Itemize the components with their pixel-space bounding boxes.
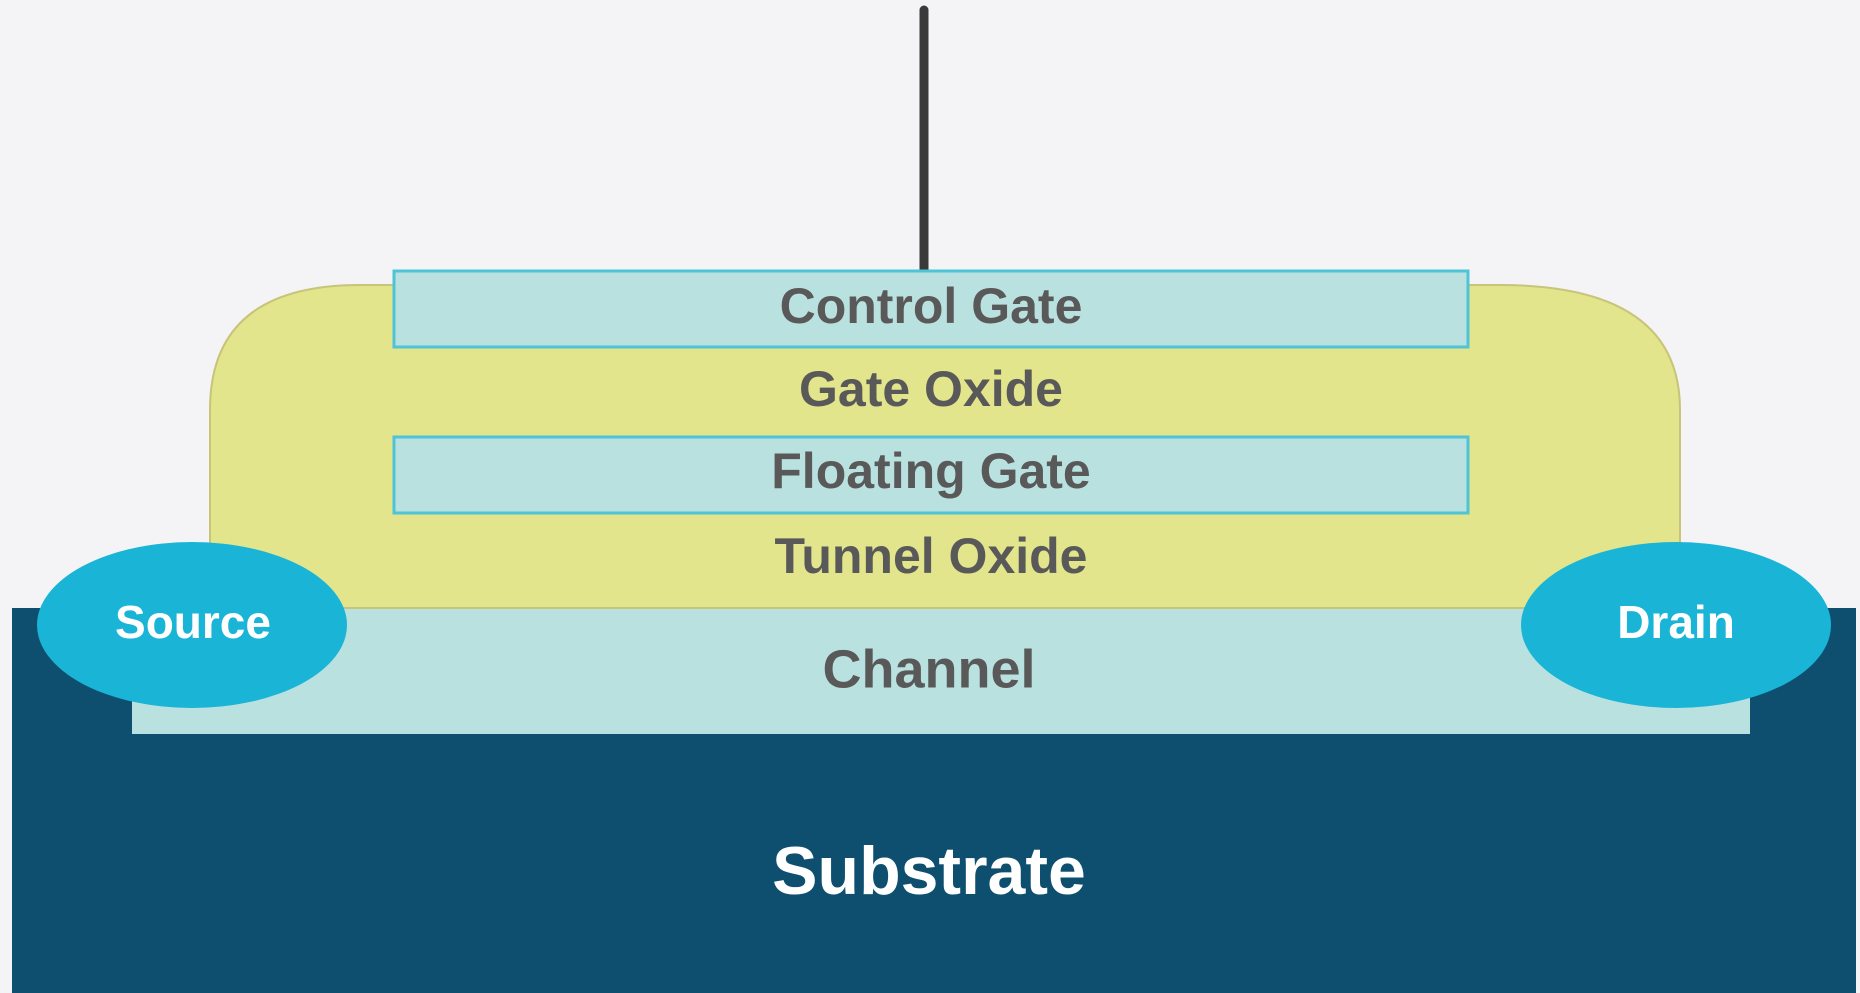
control-gate-block xyxy=(392,269,1470,349)
drain-label: Drain xyxy=(1617,596,1735,648)
control-gate-label: Control Gate xyxy=(780,278,1083,334)
drain-terminal xyxy=(1521,542,1831,708)
channel-label: Channel xyxy=(822,639,1035,699)
channel-strip xyxy=(132,608,1750,734)
substrate-label: Substrate xyxy=(772,833,1086,909)
source-terminal xyxy=(37,542,347,708)
source-label: Source xyxy=(115,596,271,648)
floating-gate-label: Floating Gate xyxy=(771,443,1090,499)
floating-gate-block xyxy=(392,435,1470,515)
gate-oxide-label: Gate Oxide xyxy=(799,361,1063,417)
tunnel-oxide-label: Tunnel Oxide xyxy=(775,528,1088,584)
